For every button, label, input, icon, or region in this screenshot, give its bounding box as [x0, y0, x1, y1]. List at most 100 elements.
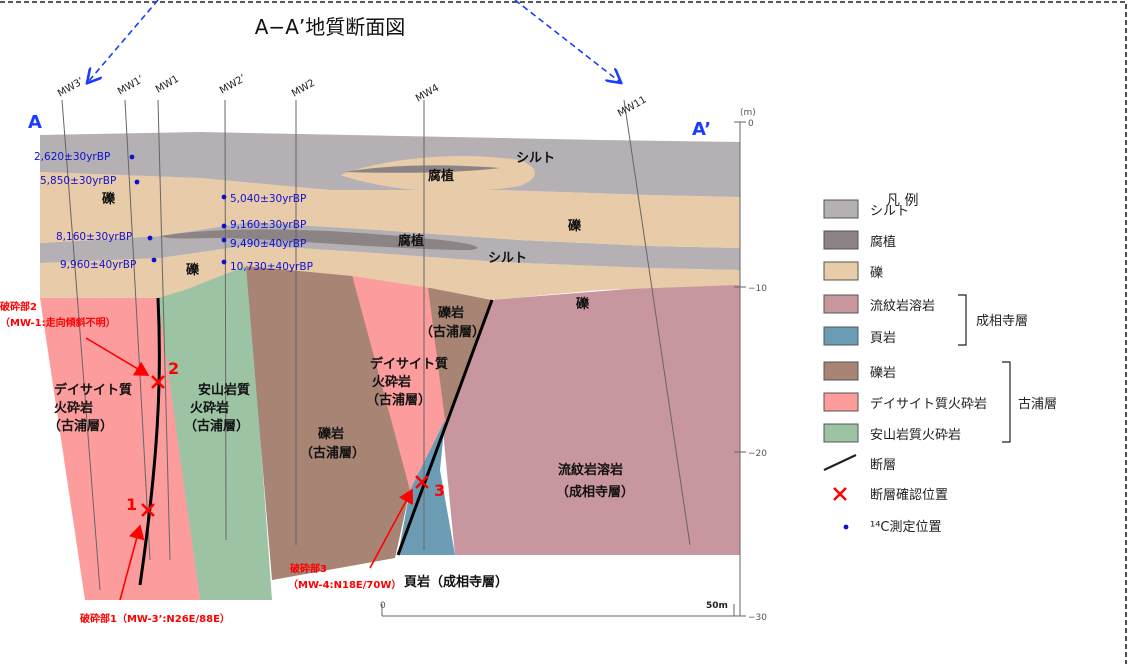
fault-caption: 破砕部3 — [290, 562, 327, 575]
well-label: MW2 — [290, 78, 317, 100]
unit-label: 礫 — [568, 218, 582, 234]
legend-item: シルト — [823, 199, 909, 219]
scale-start: 0 — [380, 601, 386, 611]
faults — [138, 297, 494, 586]
unit-label: 頁岩（成相寺層） — [404, 574, 508, 590]
well-label: MW3’ — [56, 76, 86, 100]
unit-label: デイサイト質 — [54, 382, 132, 398]
unit-gravel-middle — [40, 172, 740, 248]
legend-group-narita: 成相寺層 — [976, 314, 1028, 329]
legend-swatch — [823, 361, 859, 381]
well-label: MW1 — [154, 74, 181, 96]
c14-point — [134, 179, 140, 185]
unit-label: （古浦層） — [300, 445, 365, 461]
well-trace — [124, 99, 151, 561]
legend-label: 腐植 — [870, 235, 896, 250]
unit-gravel-lower — [40, 245, 740, 300]
unit-rhyolite — [440, 280, 740, 555]
legend-title: 凡 例 — [886, 193, 918, 209]
unit-humus-upper — [340, 155, 535, 192]
fault-marks — [141, 375, 429, 517]
c14-date: 8,160±30yrBP — [56, 231, 132, 243]
legend-dot-icon — [843, 524, 849, 530]
fault-callouts — [85, 337, 413, 601]
fault-confirmed-mark-2 — [151, 375, 165, 389]
unit-label: （古浦層） — [366, 392, 431, 408]
legend-label: シルト — [870, 204, 909, 219]
c14-date: 9,960±40yrBP — [60, 259, 136, 271]
unit-label: （古浦層） — [184, 418, 249, 434]
well-label: MW2’ — [218, 73, 248, 97]
fault-confirmed-mark-1 — [141, 503, 155, 517]
well-label: MW11 — [616, 94, 649, 119]
scale-end: 50m — [706, 601, 728, 611]
unit-dacite-center — [352, 275, 458, 490]
fault-caption: （MW-1:走向傾斜不明） — [0, 316, 116, 329]
legend-item: 流紋岩溶岩 — [823, 294, 935, 314]
unit-label: 流紋岩溶岩 — [558, 462, 623, 478]
fault-caption: （MW-4:N18E/70W） — [288, 578, 401, 591]
page-title: A−A’地質断面図 — [255, 15, 405, 39]
legend-swatch — [823, 423, 859, 443]
legend-item: 礫 — [823, 261, 883, 281]
legend-item: デイサイト質火砕岩 — [823, 392, 987, 412]
c14-point — [147, 235, 153, 241]
well-label: MW4 — [414, 83, 441, 105]
well-trace — [157, 99, 171, 561]
unit-label: 礫岩 — [438, 305, 464, 321]
legend-label: ¹⁴C測定位置 — [870, 520, 942, 535]
legend-bracket-narita — [958, 294, 967, 346]
legend-cross-icon — [833, 487, 847, 501]
c14-point — [151, 257, 157, 263]
c14-date: 5,850±30yrBP — [40, 175, 116, 187]
c14-date: 9,160±30yrBP — [230, 219, 306, 231]
legend-group-koura: 古浦層 — [1018, 397, 1057, 412]
well-trace — [61, 99, 101, 591]
c14-point — [129, 154, 135, 160]
c14-point — [221, 237, 227, 243]
legend-label: デイサイト質火砕岩 — [870, 396, 987, 412]
depth-scale — [734, 121, 746, 617]
unit-label: デイサイト質 — [370, 356, 448, 372]
depth-tick-label: −30 — [748, 613, 767, 623]
end-arrow-left — [88, 0, 159, 82]
well-label: MW1’ — [116, 74, 146, 98]
fault-caption: 破砕部1（MW-3’:N26E/88E） — [80, 612, 230, 625]
legend: 凡 例 シルト 腐植 礫 流紋岩溶岩 頁岩 礫岩 デイサイト質火砕岩 — [823, 193, 1057, 535]
unit-conglomerate-center — [246, 266, 410, 580]
end-arrows — [88, 0, 620, 82]
depth-tick-label: 0 — [748, 119, 754, 129]
rock-units — [40, 132, 740, 600]
legend-label: 安山岩質火砕岩 — [870, 428, 961, 443]
legend-swatch — [823, 261, 859, 281]
c14-date: 10,730±40yrBP — [230, 261, 313, 273]
callout-arrow-1 — [119, 524, 145, 601]
unit-label: 礫 — [576, 296, 590, 312]
legend-swatch — [823, 294, 859, 314]
c14-point — [221, 259, 227, 265]
callout-arrow-2 — [85, 337, 150, 376]
unit-label: （成相寺層） — [556, 484, 634, 500]
legend-swatch — [823, 199, 859, 219]
legend-swatch — [823, 326, 859, 346]
unit-label: 礫 — [102, 191, 116, 207]
unit-humus-middle — [160, 229, 478, 250]
legend-label: 断層確認位置 — [870, 487, 948, 503]
legend-label: 頁岩 — [870, 331, 896, 346]
legend-item: 礫岩 — [823, 361, 896, 381]
depth-tick-label: −20 — [748, 449, 767, 459]
legend-item: 頁岩 — [823, 326, 896, 346]
depth-tick-label: −10 — [748, 284, 767, 294]
c14-point — [221, 223, 227, 229]
unit-conglomerate-upper — [428, 287, 492, 420]
unit-humus-upper-band — [345, 165, 500, 173]
unit-andesite — [158, 265, 272, 600]
c14-points — [129, 154, 227, 265]
unit-label: 腐植 — [398, 233, 424, 249]
section-end-right: A’ — [692, 119, 711, 140]
depth-unit: (m) — [740, 108, 756, 118]
legend-label: 流紋岩溶岩 — [870, 299, 935, 314]
unit-label: 礫岩 — [318, 426, 344, 442]
legend-label: 断層 — [870, 458, 896, 473]
